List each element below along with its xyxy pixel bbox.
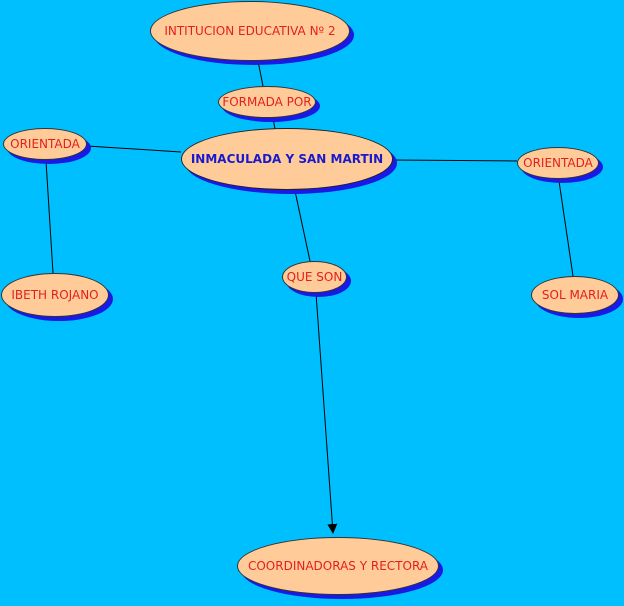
link-orientada-left-inmaculada: [86, 145, 182, 153]
node-formada-por[interactable]: FORMADA POR: [218, 86, 316, 118]
link-institucion-formada: [257, 60, 264, 87]
node-que-son[interactable]: QUE SON: [282, 261, 347, 293]
link-inmaculada-queson: [294, 190, 311, 262]
link-queson-coordinadoras: [315, 292, 338, 534]
link-orientada-right-sol: [558, 180, 574, 277]
node-institucion[interactable]: INTITUCION EDUCATIVA Nº 2: [150, 1, 350, 61]
node-inmaculada[interactable]: INMACULADA Y SAN MARTIN: [181, 128, 393, 190]
node-sol-maria[interactable]: SOL MARIA: [531, 276, 619, 314]
link-formada-inmaculada: [272, 117, 276, 130]
node-orientada-right[interactable]: ORIENTADA: [517, 147, 599, 179]
link-orientada-left-ibeth: [45, 160, 54, 274]
node-ibeth-rojano[interactable]: IBETH ROJANO: [1, 273, 109, 317]
node-orientada-left[interactable]: ORIENTADA: [3, 128, 87, 160]
link-inmaculada-orientada-right: [392, 159, 518, 162]
node-coordinadoras[interactable]: COORDINADORAS Y RECTORA: [237, 537, 439, 595]
